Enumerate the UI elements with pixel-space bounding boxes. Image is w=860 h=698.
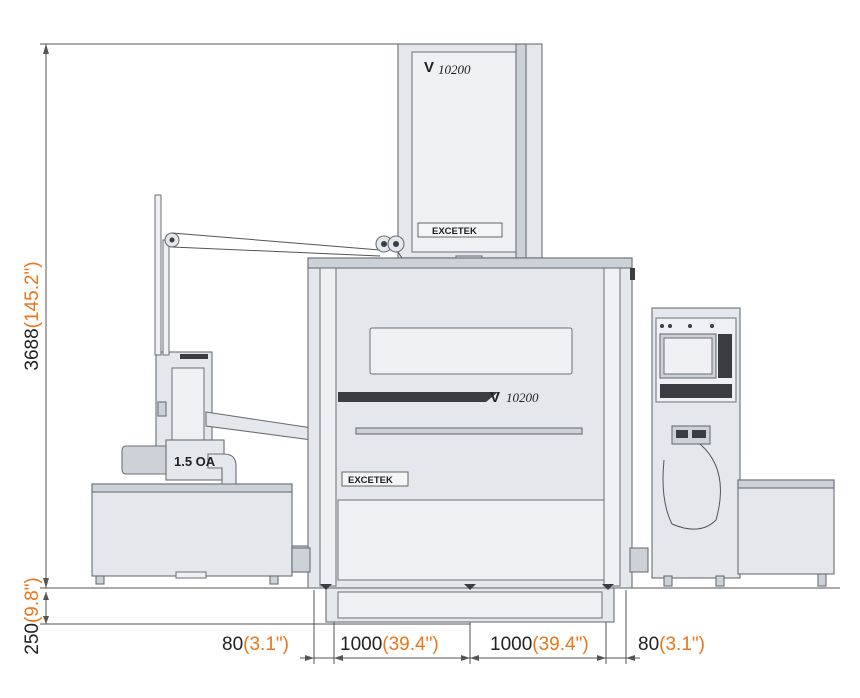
cnc-control-cabinet [651, 307, 741, 587]
wire-spool-stand [154, 194, 381, 356]
height-base-value: 250 [22, 623, 43, 655]
main-machine-body: 10200 V EXCETEK V 10200 EXCETEK [291, 43, 649, 623]
head-logo-badge: EXCETEK [417, 222, 503, 238]
height-base-label: 250(9.8") [22, 577, 43, 655]
body-logo-text: EXCETEK [348, 475, 393, 486]
filter-unit: 1.5 OA [121, 351, 313, 485]
body-logo-mark: V [490, 389, 500, 406]
height-total-value: 3688 [22, 328, 43, 370]
width-right-half-label: 1000(39.4") [490, 634, 589, 655]
width-left-margin-label: 80(3.1") [222, 634, 289, 655]
head-model-label: 10200 [438, 62, 471, 77]
svg-text:3688(145.2"): 3688(145.2") [22, 261, 43, 370]
height-base-imperial: (9.8") [22, 577, 43, 623]
body-model-label: 10200 [506, 390, 539, 405]
svg-text:250(9.8"): 250(9.8") [22, 577, 43, 655]
width-left-half-label: 1000(39.4") [340, 634, 439, 655]
height-total-label: 3688(145.2") [22, 261, 43, 370]
power-unit [737, 479, 835, 587]
head-logo-mark: V [424, 59, 434, 76]
pump-label: 1.5 OA [174, 454, 216, 469]
width-right-margin-label: 80(3.1") [638, 634, 705, 655]
height-total-imperial: (145.2") [22, 261, 43, 328]
head-logo-text: EXCETEK [432, 226, 477, 237]
dielectric-tank [91, 483, 309, 585]
